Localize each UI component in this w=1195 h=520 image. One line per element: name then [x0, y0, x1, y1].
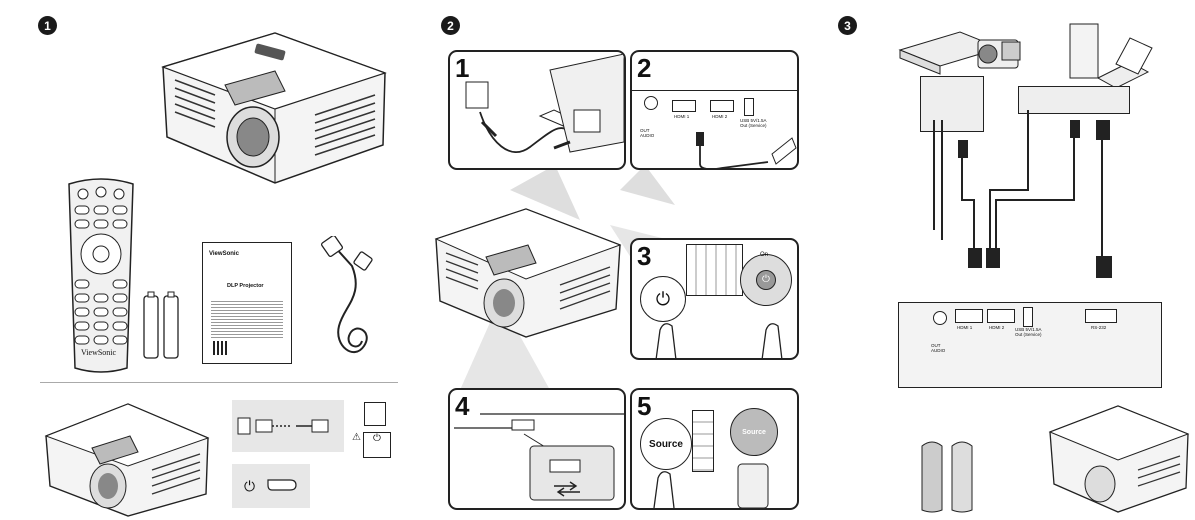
- section-1-badge: 1: [38, 16, 57, 35]
- section-2-number: 2: [447, 18, 454, 33]
- hdmi2-port: [710, 100, 734, 112]
- finger-press-illustration: [655, 323, 783, 358]
- hdmi2-label: HDMI 2: [712, 114, 728, 119]
- control-panel-strip: [692, 410, 714, 472]
- hdmi1-port: [672, 100, 696, 112]
- control-panel-illustration: [686, 244, 743, 296]
- remote-source-button[interactable]: Source: [730, 408, 778, 456]
- power-icon: ⏻: [244, 478, 256, 494]
- manual-text-lines: [211, 299, 283, 339]
- panel-4-number: 4: [455, 391, 470, 421]
- port-usb: [1023, 307, 1033, 327]
- step-panel-1: 1: [448, 50, 626, 170]
- source-ports-box-left: [920, 76, 984, 132]
- panel-2-port-strip: [632, 90, 797, 91]
- section-2-badge: 2: [441, 16, 460, 35]
- port-rs232: [1085, 309, 1117, 323]
- port-audio-out-label: OUT AUDIO: [931, 343, 946, 353]
- remote-power-button[interactable]: [740, 254, 792, 306]
- port-hdmi1: [955, 309, 983, 323]
- section-3-number: 3: [844, 18, 851, 33]
- source-button-label: Source: [649, 438, 683, 450]
- projector-illustration-corner: [1048, 405, 1190, 513]
- user-manual-card: ViewSonic DLP Projector: [202, 242, 292, 364]
- section-1-number: 1: [44, 18, 51, 33]
- speakers-illustration: [921, 441, 973, 513]
- remote-brand-label: ViewSonic: [81, 348, 117, 357]
- warning-icon: ⚠: [352, 432, 361, 443]
- manual-title: DLP Projector: [227, 283, 264, 289]
- hdmi-to-laptop-cable: [696, 132, 797, 168]
- pointing-hand-icon: [267, 479, 297, 491]
- hdmi1-label: HDMI 1: [674, 114, 690, 119]
- section-3-badge: 3: [838, 16, 857, 35]
- port-hdmi2-label: HDMI 2: [989, 325, 1005, 330]
- port-audio-jack: [933, 311, 947, 325]
- manual-qr-icon: [213, 341, 227, 355]
- focus-adjust-illustration: [454, 413, 624, 501]
- source-ports-box-right: [1018, 86, 1130, 114]
- port-hdmi1-label: HDMI 1: [957, 325, 973, 330]
- panel-3-number: 3: [637, 241, 652, 271]
- source-button-large[interactable]: Source: [640, 418, 692, 470]
- section-1-divider: [40, 382, 398, 383]
- usb-port: [744, 98, 754, 116]
- panel-2-number: 2: [637, 53, 652, 83]
- step-panel-5: 5 Source Source: [630, 388, 799, 510]
- remote-in-hand-illustration: [653, 463, 769, 508]
- power-cord-illustration: [320, 236, 373, 354]
- source-devices-illustration: [898, 23, 1153, 88]
- step-panel-4: 4: [448, 388, 626, 510]
- projector-illustration-top: [161, 32, 387, 184]
- remote-power-icon: ⏻: [756, 270, 776, 290]
- wall-outlet-icon: [364, 402, 386, 426]
- step-panel-3: 3 ⏻ On ⏻: [630, 238, 799, 360]
- port-hdmi2: [987, 309, 1015, 323]
- power-symbol-box: ⏻: [363, 432, 391, 458]
- port-rs232-label: RS-232: [1091, 325, 1107, 330]
- batteries-illustration: [143, 291, 179, 359]
- panel-5-number: 5: [637, 391, 652, 421]
- remote-control: ViewSonic: [63, 178, 139, 376]
- projector-illustration-bottom: [44, 403, 210, 517]
- projector-port-panel: HDMI 1 HDMI 2 USB 5V/1.5A Out (Service) …: [898, 302, 1162, 388]
- projector-illustration-center: [434, 208, 622, 338]
- projector-power-button[interactable]: ⏻: [640, 276, 686, 322]
- audio-out-label: OUT AUDIO: [640, 128, 655, 138]
- step-panel-2: 2 HDMI 1 HDMI 2 USB 5V/1.5A Out (Service…: [630, 50, 799, 170]
- plug-cable-illustration: [237, 417, 329, 435]
- audio-jack: [644, 96, 658, 110]
- manual-brand: ViewSonic: [209, 251, 239, 257]
- on-label: On: [760, 252, 769, 258]
- remote-source-label: Source: [742, 428, 766, 436]
- plug-in-power-illustration: [465, 53, 624, 153]
- connection-cables: [933, 110, 1112, 278]
- usb-label: USB 5V/1.5A Out (Service): [740, 118, 767, 128]
- port-usb-label: USB 5V/1.5A Out (Service): [1015, 327, 1042, 337]
- panel-1-number: 1: [455, 53, 470, 83]
